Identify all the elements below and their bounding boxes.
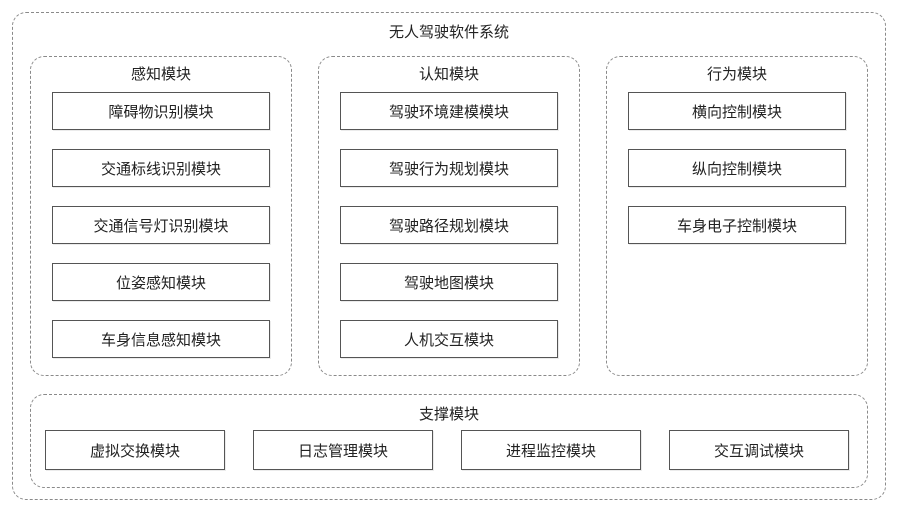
support-group-title: 支撑模块 xyxy=(418,405,479,423)
perception-group: 感知模块 xyxy=(30,56,292,376)
support-item-virtual-switch: 虚拟交换模块 xyxy=(45,430,225,470)
system-title: 无人驾驶软件系统 xyxy=(388,23,509,41)
behavior-item-lateral-control: 横向控制模块 xyxy=(628,92,846,130)
support-group: 支撑模块 xyxy=(30,394,868,488)
cognition-group-title: 认知模块 xyxy=(418,65,479,83)
cognition-item-human-machine-interaction: 人机交互模块 xyxy=(340,320,558,358)
support-item-interactive-debugging: 交互调试模块 xyxy=(669,430,849,470)
perception-group-title: 感知模块 xyxy=(130,65,191,83)
cognition-item-driving-map: 驾驶地图模块 xyxy=(340,263,558,301)
cognition-group: 认知模块 xyxy=(318,56,580,376)
support-item-log-management: 日志管理模块 xyxy=(253,430,433,470)
perception-item-vehicle-info-perception: 车身信息感知模块 xyxy=(52,320,270,358)
system-container: 无人驾驶软件系统 xyxy=(12,12,886,500)
cognition-item-environment-modeling: 驾驶环境建模模块 xyxy=(340,92,558,130)
perception-item-obstacle-recognition: 障碍物识别模块 xyxy=(52,92,270,130)
behavior-group-title: 行为模块 xyxy=(706,65,767,83)
cognition-item-path-planning: 驾驶路径规划模块 xyxy=(340,206,558,244)
perception-item-pose-perception: 位姿感知模块 xyxy=(52,263,270,301)
behavior-item-longitudinal-control: 纵向控制模块 xyxy=(628,149,846,187)
behavior-group: 行为模块 xyxy=(606,56,868,376)
perception-item-lane-marking-recognition: 交通标线识别模块 xyxy=(52,149,270,187)
support-item-process-monitoring: 进程监控模块 xyxy=(461,430,641,470)
behavior-item-body-electronic-control: 车身电子控制模块 xyxy=(628,206,846,244)
perception-item-traffic-light-recognition: 交通信号灯识别模块 xyxy=(52,206,270,244)
cognition-item-behavior-planning: 驾驶行为规划模块 xyxy=(340,149,558,187)
